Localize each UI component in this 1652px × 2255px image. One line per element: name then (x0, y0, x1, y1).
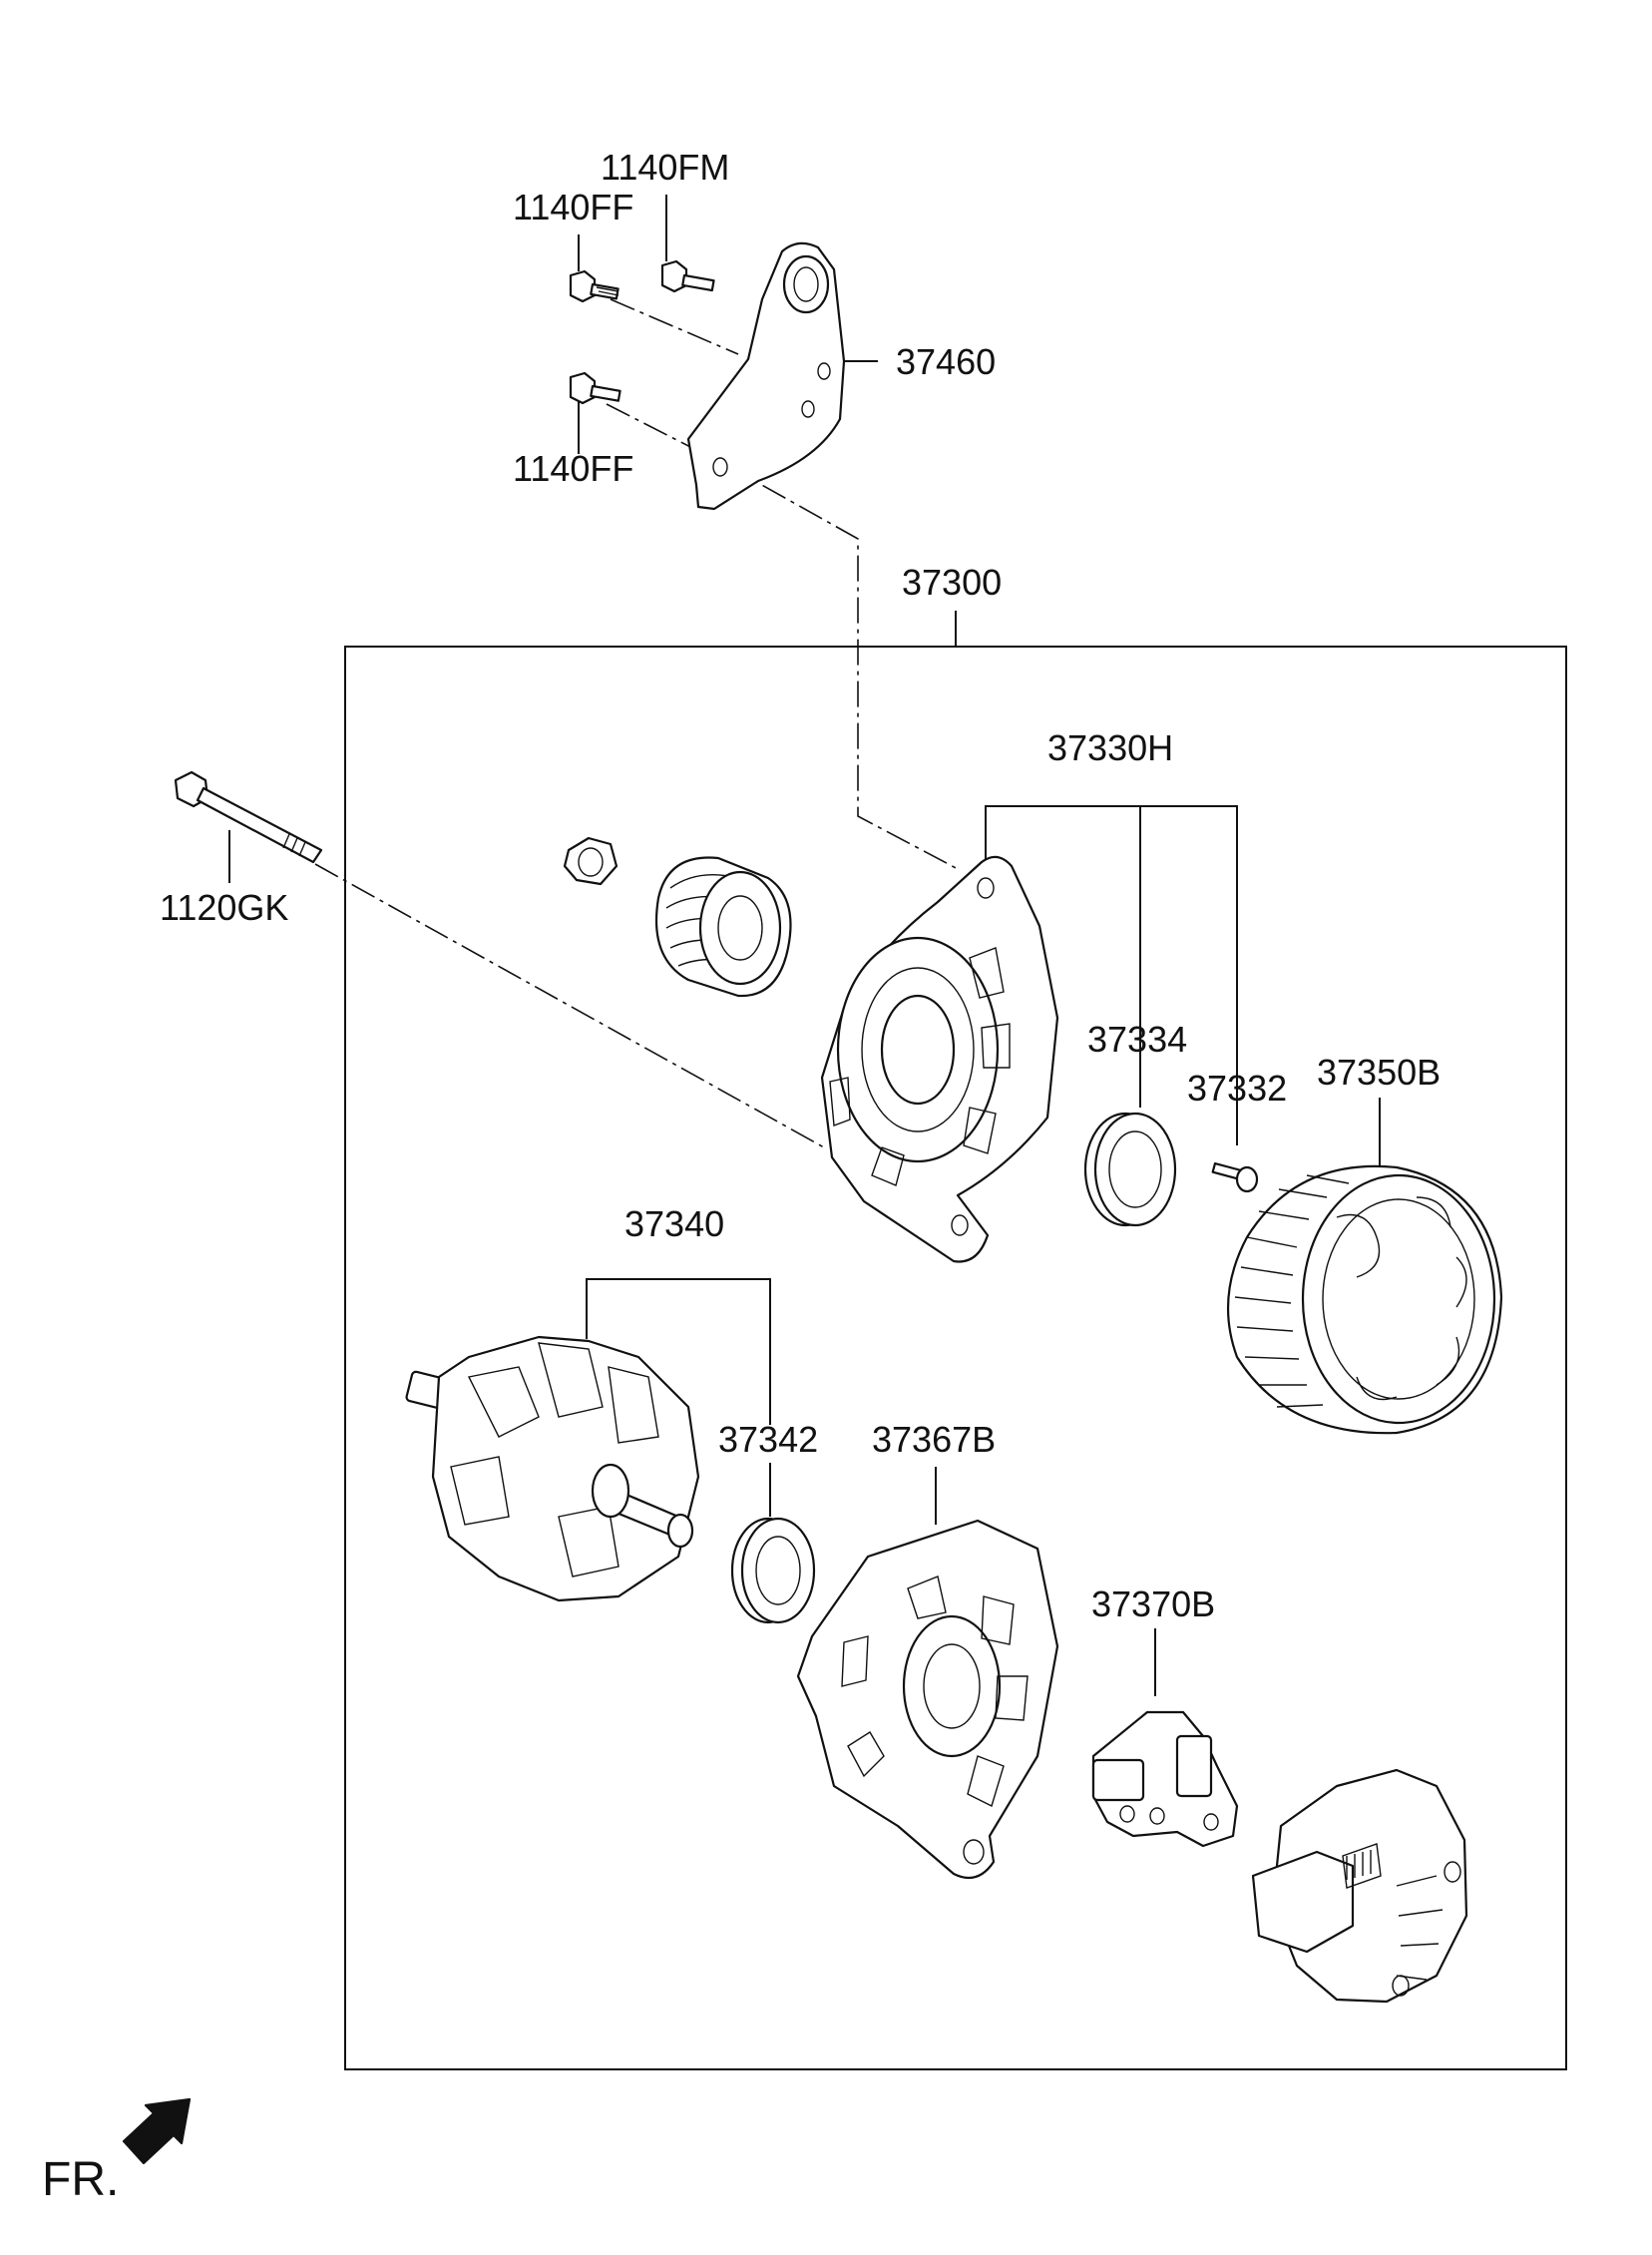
bolt-1140ff-bottom (569, 371, 621, 405)
bolt-1140fm (660, 259, 715, 293)
label-37367b: 37367B (872, 1419, 996, 1460)
assembly-37300-boundary (344, 646, 1567, 2070)
label-37330h: 37330H (1047, 727, 1173, 768)
rear-bearing-37342 (730, 1517, 816, 1624)
bracket-37460 (686, 241, 846, 511)
label-1140ff-bottom: 1140FF (513, 448, 633, 489)
front-arrow-icon (122, 2097, 192, 2165)
through-bolt-1120gk (174, 770, 323, 864)
pulley (654, 856, 792, 998)
label-37300: 37300 (902, 562, 1002, 603)
regulator-37370b (1091, 1710, 1239, 1848)
label-37340: 37340 (624, 1203, 724, 1244)
leader-lines (228, 195, 1381, 1696)
label-1140ff-top: 1140FF (513, 187, 633, 227)
label-37334: 37334 (1087, 1019, 1187, 1060)
rear-housing-37367b (796, 1519, 1059, 1880)
front-housing-37330h (820, 855, 1059, 1263)
front-direction-label: FR. (42, 2153, 119, 2206)
label-37460: 37460 (896, 341, 996, 382)
bolt-1140ff-top (569, 269, 620, 303)
label-37350b: 37350B (1317, 1052, 1441, 1093)
front-bearing-37334 (1083, 1112, 1177, 1227)
rotor-37340 (405, 1335, 700, 1602)
rear-cover (1251, 1768, 1468, 2004)
screw-37332 (1211, 1161, 1259, 1193)
label-37342: 37342 (718, 1419, 818, 1460)
label-1120gk: 1120GK (160, 887, 288, 928)
label-1140fm: 1140FM (601, 147, 729, 188)
label-37370b: 37370B (1091, 1583, 1215, 1624)
pulley-nut (563, 836, 619, 886)
assembly-center-lines (314, 298, 961, 1148)
stator-37350b (1226, 1164, 1503, 1435)
